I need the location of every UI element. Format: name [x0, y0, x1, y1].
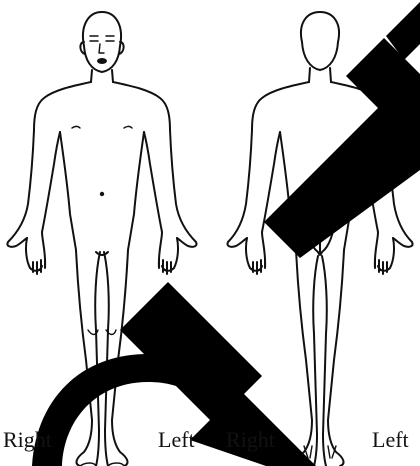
back-leg-outer-right [328, 250, 344, 466]
front-leg-inner [95, 252, 109, 466]
front-torso-left [128, 132, 144, 250]
front-nipple-left [124, 127, 132, 129]
front-outline-right-side [7, 82, 91, 247]
watermark-bands [32, 2, 420, 466]
back-right-label: Right [226, 427, 275, 453]
back-head [301, 12, 339, 70]
front-leg-outer-right [76, 250, 92, 466]
back-left-label: Left [372, 427, 409, 453]
front-nipple-right [72, 127, 80, 129]
front-arm-inner-left [144, 132, 162, 232]
front-torso-right [60, 132, 76, 250]
front-nose [99, 44, 104, 53]
back-hand-left [246, 232, 265, 274]
back-heels [304, 446, 336, 458]
front-left-label: Left [158, 427, 195, 453]
front-hand-left [159, 232, 178, 274]
watermark-band-mid [264, 100, 420, 258]
front-arm-inner-right [42, 132, 60, 232]
front-mouth [97, 58, 107, 64]
front-outline-left-side [113, 82, 197, 247]
back-leg-outer-left [296, 250, 312, 466]
front-right-label: Right [3, 427, 52, 453]
front-hand-right [26, 232, 45, 274]
front-navel [100, 192, 104, 196]
front-view-figure [7, 12, 196, 466]
back-leg-inner [313, 256, 327, 466]
front-crotch [96, 252, 108, 255]
back-hand-right [375, 232, 394, 274]
